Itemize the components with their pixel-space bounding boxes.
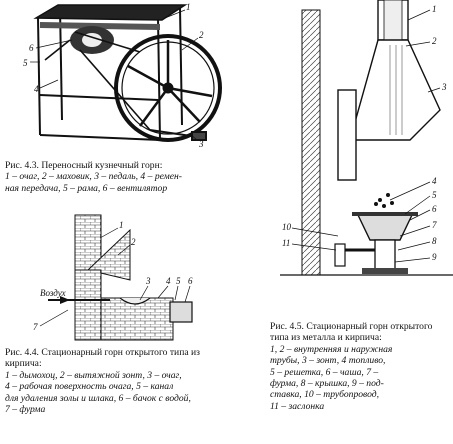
figure-4-3-drawing: 1 2 3 4 5 6 (23, 2, 222, 149)
fig44-label-2: 2 (131, 237, 136, 247)
fig45-caption-title: Рис. 4.5. Стационарный горн открытого ти… (270, 321, 433, 344)
fig44-label-5: 5 (176, 276, 181, 286)
fig45-label-2: 2 (432, 36, 437, 46)
fig45-label-3: 3 (441, 82, 447, 92)
fig43-label-5: 5 (23, 58, 28, 68)
fig45-label-10: 10 (282, 222, 292, 232)
fig45-label-8: 8 (432, 236, 437, 246)
fig45-caption-line-3: 5 – решетка, 6 – чаша, 7 – (270, 366, 379, 378)
fig45-caption-line-1: 1, 2 – внутренняя и наружная (270, 343, 393, 355)
fig43-caption-line-2: ная передача, 5 – рама, 6 – вентилятор (5, 182, 168, 194)
fig44-caption-line-3: для удаления золы и шлака, 6 – бачок с в… (5, 392, 191, 404)
fig43-label-4: 4 (34, 84, 39, 94)
fig43-label-6: 6 (29, 43, 34, 53)
fig43-label-3: 3 (198, 139, 204, 149)
figure-4-5-caption: Рис. 4.5. Стационарный горн открытого ти… (270, 321, 450, 412)
fig44-label-7: 7 (33, 322, 38, 332)
fig45-caption-line-4: фурма, 8 – крышка, 9 – под- (270, 378, 384, 390)
fig43-caption-line-1: 1 – очаг, 2 – маховик, 3 – педаль, 4 – р… (5, 171, 182, 183)
fig43-caption-title: Рис. 4.3. Переносный кузнечный горн: (5, 160, 163, 171)
fig45-caption-line-5: ставка, 10 – трубопровод, (270, 389, 379, 401)
fig45-caption-line-2: трубы, 3 – зонт, 4 топливо, (270, 355, 386, 367)
fig43-label-1: 1 (186, 2, 191, 12)
fig44-label-6: 6 (188, 276, 193, 286)
fig45-label-7: 7 (432, 220, 437, 230)
figure-4-3-caption: Рис. 4.3. Переносный кузнечный горн: 1 –… (5, 160, 230, 194)
fig43-label-2: 2 (199, 30, 204, 40)
fig44-label-3: 3 (145, 276, 151, 286)
fig45-label-5: 5 (432, 190, 437, 200)
fig45-label-1: 1 (432, 4, 437, 14)
fig45-caption-line-6: 11 – заслонка (270, 400, 325, 412)
fig45-label-9: 9 (432, 252, 437, 262)
figure-4-5-drawing: 1 2 3 4 5 6 7 8 9 10 11 (280, 0, 453, 276)
fig44-label-4: 4 (166, 276, 171, 286)
fig45-label-6: 6 (432, 204, 437, 214)
fig45-label-4: 4 (432, 176, 437, 186)
fig44-caption-line-4: 7 – фурма (5, 404, 46, 416)
fig44-caption-line-1: 1 – дымохоц, 2 – вытяжной зонт, 3 – очаг… (5, 369, 182, 381)
figure-4-4-caption: Рис. 4.4. Стационарный горн открытого ти… (5, 347, 215, 415)
figure-4-4-drawing: 1 2 3 4 5 6 7 Воздух (33, 214, 193, 341)
fig44-label-1: 1 (119, 220, 124, 230)
fig44-caption-title: Рис. 4.4. Стационарный горн открытого ти… (5, 347, 200, 370)
fig44-caption-line-2: 4 – рабочая поверхность очага, 5 – канал (5, 381, 174, 393)
fig44-air-label: Воздух (40, 288, 66, 298)
fig45-label-11: 11 (282, 238, 290, 248)
